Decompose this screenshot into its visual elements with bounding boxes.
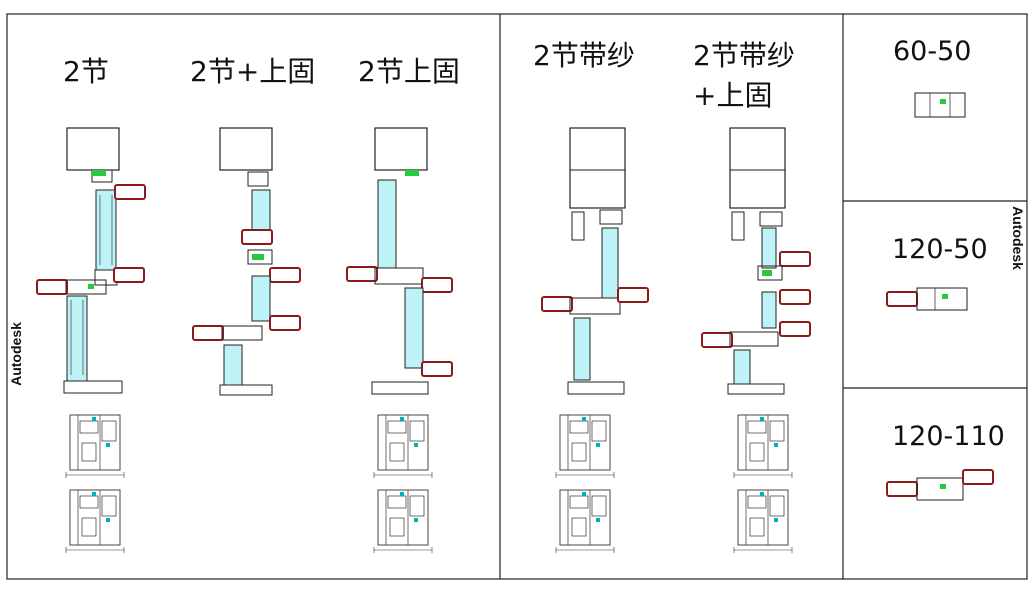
- title-120-50: 120-50: [892, 234, 988, 265]
- title-screen-2-line1: 2节带纱: [693, 39, 795, 72]
- elevation-2-upper-section: [346, 127, 453, 554]
- title-60-50: 60-50: [893, 36, 972, 67]
- watermark-left: Autodesk: [7, 322, 24, 386]
- title-2-section: 2节: [63, 55, 109, 88]
- title-2-upper: 2节上固: [358, 55, 460, 88]
- title-120-110: 120-110: [892, 421, 1005, 452]
- title-2-top-fixed: 2节+上固: [190, 55, 316, 88]
- title-screen-2-line2: +上固: [693, 79, 773, 112]
- title-screen-2: 2节带纱: [533, 39, 635, 72]
- elevation-2-top-fixed-section: [192, 127, 301, 396]
- profile-60-50: [914, 92, 966, 118]
- outer-frame: [6, 13, 1028, 580]
- profile-120-110: [886, 469, 994, 501]
- watermark-right: Autodesk: [1009, 206, 1026, 270]
- elevation-screen-2-top-fixed-section: [701, 127, 811, 554]
- profile-120-50: [886, 287, 968, 311]
- elevation-2-section: [36, 127, 146, 554]
- elevation-screen-2-section: [541, 127, 649, 554]
